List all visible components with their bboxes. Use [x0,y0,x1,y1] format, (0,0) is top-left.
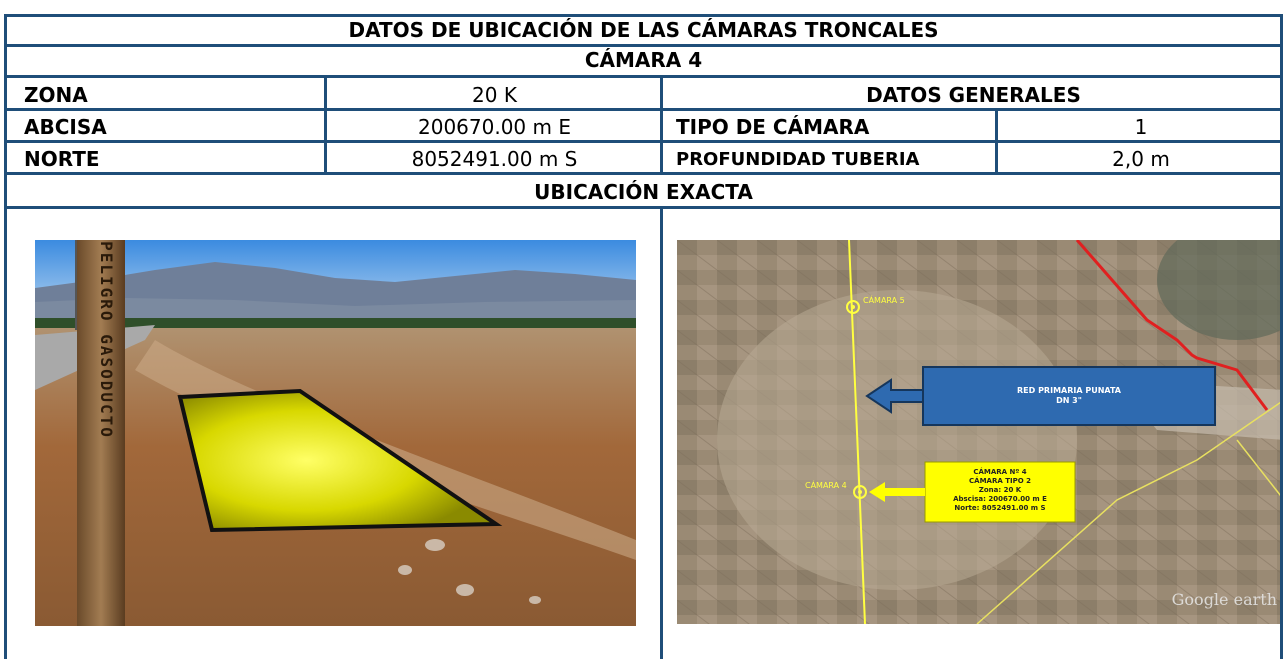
camara4-label: CÁMARA 4 [805,479,847,490]
profundidad-label: PROFUNDIDAD TUBERIA [676,148,920,170]
camara5-label: CÁMARA 5 [863,294,905,305]
tipo-camara-value: 1 [1134,115,1148,139]
zona-value: 20 K [472,83,517,107]
info-line-1: CÁMARA Nº 4 [973,467,1026,476]
map-watermark: Google earth [1172,590,1277,609]
red-primaria-label: RED PRIMARIA PUNATA [1017,386,1122,395]
datos-generales-heading: DATOS GENERALES [866,83,1081,107]
zona-label: ZONA [24,83,88,107]
abcisa-label: ABCISA [24,115,107,139]
info-line-4: Abscisa: 200670.00 m E [953,495,1047,503]
norte-label: NORTE [24,147,100,171]
info-line-5: Norte: 8052491.00 m S [954,504,1045,512]
ubicacion-heading: UBICACIÓN EXACTA [534,180,753,204]
site-photo: PELIGRO GASODUCTO [35,240,636,626]
norte-value: 8052491.00 m S [411,147,578,171]
tipo-camara-label: TIPO DE CÁMARA [676,115,870,139]
post-inscription: PELIGRO GASODUCTO [97,241,116,439]
camera-title: CÁMARA 4 [584,48,703,72]
profundidad-value: 2,0 m [1112,147,1170,171]
info-line-2: CÁMARA TIPO 2 [969,476,1031,485]
abcisa-value: 200670.00 m E [418,115,571,139]
info-line-3: Zona: 20 K [979,486,1022,494]
sheet-title: DATOS DE UBICACIÓN DE LAS CÁMARAS TRONCA… [348,18,939,42]
satellite-map: CÁMARA 5 CÁMARA 4 RED PRIMARIA PUNATA DN… [677,240,1283,624]
red-primaria-dn: DN 3" [1056,396,1082,405]
